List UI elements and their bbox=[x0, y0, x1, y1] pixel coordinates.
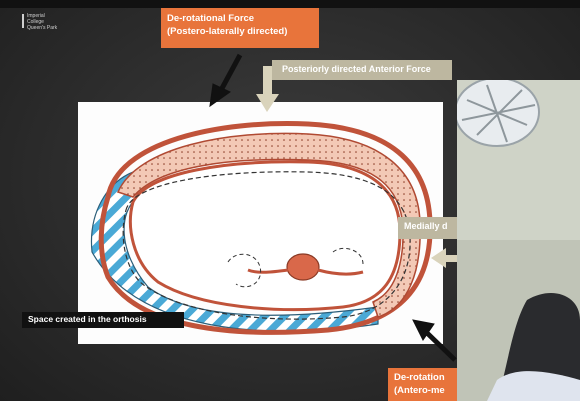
pendant-lamp bbox=[457, 80, 539, 146]
derotational-force-label: De-rotational Force (Postero-laterally d… bbox=[161, 8, 319, 48]
inner-shell bbox=[130, 162, 400, 310]
institution-logo-icon: Imperial College Queen's Park bbox=[22, 13, 68, 33]
logo-line-3: Queen's Park bbox=[22, 25, 68, 31]
derotational-bottom-label: De-rotation (Antero-me bbox=[388, 368, 457, 401]
posterior-anterior-force-label: Posteriorly directed Anterior Force bbox=[272, 60, 452, 80]
arrow-icon-derotational bbox=[210, 55, 240, 106]
webcam-feed bbox=[457, 80, 580, 401]
vertebra bbox=[287, 254, 319, 280]
space-created-label: Space created in the orthosis bbox=[22, 312, 184, 328]
slide-top-bar bbox=[0, 0, 580, 8]
medially-directed-label: Medially d bbox=[398, 217, 457, 239]
orthosis-diagram bbox=[78, 102, 443, 344]
